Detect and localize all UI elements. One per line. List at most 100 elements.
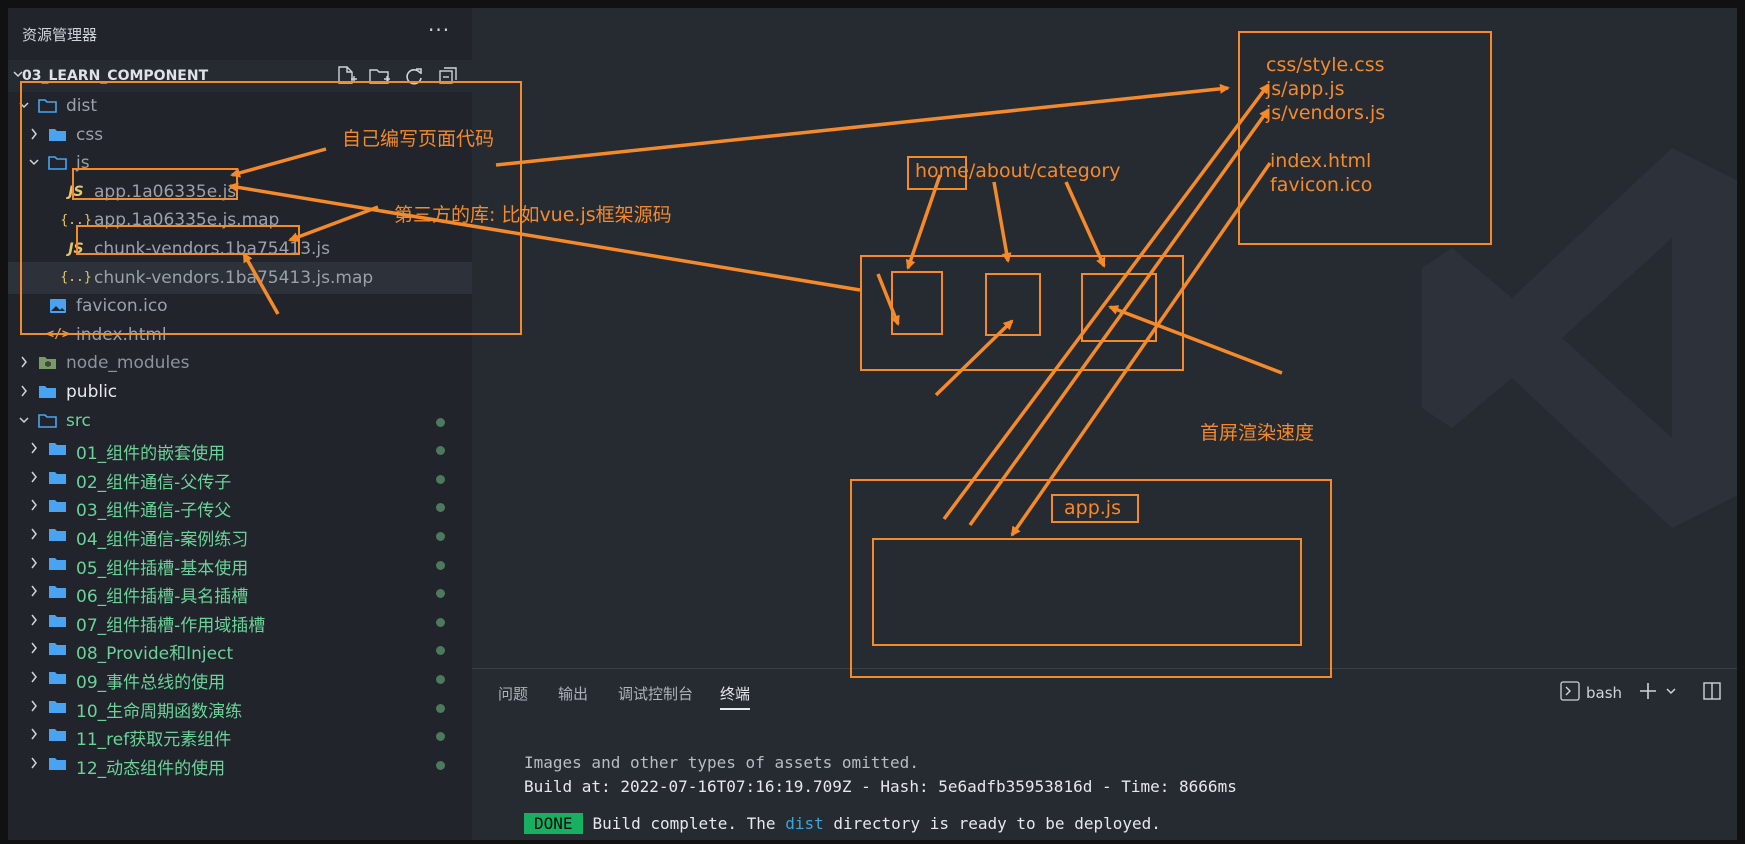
tree-item[interactable]: 05_组件插槽-基本使用 xyxy=(8,548,472,580)
shell-name[interactable]: bash xyxy=(1586,684,1623,702)
git-status-dot xyxy=(436,503,445,513)
bundle-inner-box xyxy=(872,538,1302,646)
git-status-dot xyxy=(436,560,445,570)
add-terminal-icon[interactable] xyxy=(1638,681,1658,705)
folder-icon xyxy=(46,581,70,603)
output-file-item: index.html xyxy=(1270,150,1372,172)
chevron-right-icon xyxy=(28,126,40,142)
chevron-right-icon xyxy=(28,497,40,513)
tree-item-label: 10_生命周期函数演练 xyxy=(76,701,243,722)
output-file-item: favicon.ico xyxy=(1270,174,1373,196)
explorer-sidebar: 资源管理器 ··· 03_LEARN_COMPONENT xyxy=(8,8,472,840)
chevron-right-icon xyxy=(28,755,40,771)
chevron-right-icon xyxy=(18,383,30,399)
image-icon xyxy=(46,295,70,317)
tree-item[interactable]: public xyxy=(8,376,472,408)
explorer-toolbar xyxy=(334,65,460,91)
tree-item-label: 12_动态组件的使用 xyxy=(76,758,226,779)
chevron-right-icon xyxy=(18,354,30,370)
app-js-highlight-box xyxy=(72,168,238,200)
tree-item[interactable]: 12_动态组件的使用 xyxy=(8,748,472,780)
more-actions-icon[interactable]: ··· xyxy=(428,18,451,42)
folder-icon xyxy=(46,610,70,632)
node-folder-icon xyxy=(36,352,60,374)
git-status-dot xyxy=(436,760,445,770)
tree-item-label: 05_组件插槽-基本使用 xyxy=(76,558,249,579)
output-file-item: js/app.js xyxy=(1266,78,1345,100)
folder-icon xyxy=(46,638,70,660)
new-file-icon[interactable] xyxy=(334,65,358,91)
folder-icon xyxy=(46,467,70,489)
tree-item[interactable]: 09_事件总线的使用 xyxy=(8,662,472,694)
chevron-right-icon xyxy=(28,583,40,599)
terminal-icon[interactable] xyxy=(1560,681,1580,705)
tree-item-label: src xyxy=(66,410,91,431)
folder-icon xyxy=(46,696,70,718)
chevron-right-icon xyxy=(28,469,40,485)
terminal-controls: bash xyxy=(1560,681,1722,705)
tree-item-label: 04_组件通信-案例练习 xyxy=(76,530,249,550)
terminal-line-build: Build at: 2022-07-16T07:16:19.709Z - Has… xyxy=(524,777,1237,796)
chevron-down-icon xyxy=(12,66,24,86)
routes-note: home/about/category xyxy=(915,160,1121,182)
window: 资源管理器 ··· 03_LEARN_COMPONENT xyxy=(8,8,1737,840)
tree-item[interactable]: 08_Provide和Inject xyxy=(8,633,472,665)
folder-icon xyxy=(46,667,70,689)
tree-item[interactable]: src xyxy=(8,405,472,437)
tree-item[interactable]: 10_生命周期函数演练 xyxy=(8,691,472,723)
collapse-all-icon[interactable] xyxy=(436,65,460,91)
tree-item[interactable]: node_modules xyxy=(8,347,472,379)
done-text-dist: dist xyxy=(785,814,824,833)
git-status-dot xyxy=(436,446,445,456)
tree-item[interactable]: 03_组件通信-子传父 xyxy=(8,490,472,522)
chevron-down-icon xyxy=(28,154,40,170)
folder-open-icon xyxy=(36,95,60,117)
project-name: 03_LEARN_COMPONENT xyxy=(22,68,209,84)
project-header[interactable]: 03_LEARN_COMPONENT xyxy=(8,60,472,92)
tree-item[interactable]: 04_组件通信-案例练习 xyxy=(8,519,472,551)
panel-tab[interactable]: 输出 xyxy=(558,685,589,703)
explorer-header: 资源管理器 ··· xyxy=(8,8,472,60)
tree-item[interactable]: 01_组件的嵌套使用 xyxy=(8,433,472,465)
chevron-right-icon xyxy=(28,726,40,742)
panel-tab[interactable]: 问题 xyxy=(498,685,529,703)
git-status-dot xyxy=(436,532,445,541)
tree-item-label: node_modules xyxy=(66,353,190,374)
tree-item-label: 01_组件的嵌套使用 xyxy=(76,444,226,465)
tree-item-label: 07_组件插槽-作用域插槽 xyxy=(76,615,266,636)
tree-item[interactable]: 02_组件通信-父传子 xyxy=(8,462,472,494)
explorer-title: 资源管理器 xyxy=(22,26,98,44)
tree-item[interactable]: 06_组件插槽-具名插槽 xyxy=(8,576,472,608)
tree-item[interactable]: 11_ref获取元素组件 xyxy=(8,719,472,751)
chevron-right-icon xyxy=(28,555,40,571)
git-status-dot xyxy=(436,589,445,599)
panel-tab[interactable]: 终端 xyxy=(720,683,751,710)
tree-item[interactable]: css xyxy=(8,119,472,151)
folder-icon xyxy=(46,753,70,775)
chevron-right-icon xyxy=(28,526,40,542)
about-box xyxy=(985,273,1041,336)
panel-tab[interactable]: 调试控制台 xyxy=(618,685,694,703)
chevron-down-icon[interactable] xyxy=(1664,684,1678,702)
git-status-dot xyxy=(436,617,445,627)
tree-item-label: 08_Provide和Inject xyxy=(76,644,234,665)
terminal-line-assets: Images and other types of assets omitted… xyxy=(524,753,919,772)
folder-icon xyxy=(46,724,70,746)
output-file-item: css/style.css xyxy=(1266,54,1385,76)
tree-item-label: app.1a06335e.js xyxy=(94,181,237,202)
tree-item[interactable]: 07_组件插槽-作用域插槽 xyxy=(8,605,472,637)
tree-item-label: 09_事件总线的使用 xyxy=(76,673,226,693)
folder-icon xyxy=(46,438,70,460)
chevron-right-icon xyxy=(28,640,40,656)
chevron-right-icon xyxy=(28,440,40,456)
git-status-dot xyxy=(436,474,445,484)
split-terminal-icon[interactable] xyxy=(1702,681,1722,705)
git-status-dot xyxy=(436,646,445,656)
tree-item-label: dist xyxy=(66,96,98,116)
chevron-right-icon xyxy=(28,698,40,714)
tree-item[interactable]: favicon.ico xyxy=(8,290,472,322)
folder-open-icon xyxy=(46,152,70,174)
folder-icon xyxy=(46,524,70,546)
